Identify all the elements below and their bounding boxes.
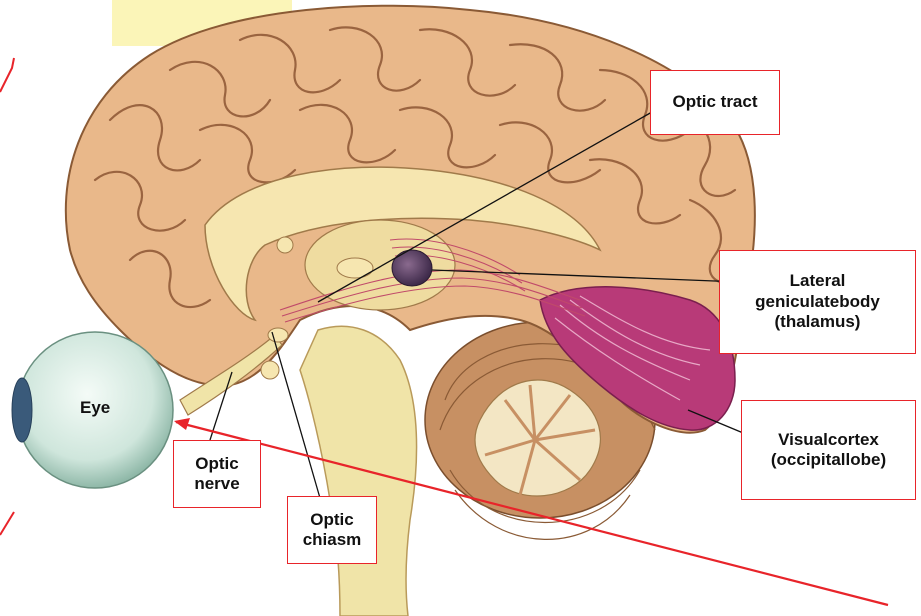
label-eye: Eye [80,398,110,418]
label-optic-nerve: Optic nerve [173,440,261,508]
label-optic-nerve-line1: Optic [195,454,238,474]
label-lateral-line1: Lateral [790,271,846,291]
third-ventricle [337,258,373,278]
lateral-geniculate-body [392,250,432,286]
red-annotation-mark-bottom [0,512,14,535]
optic-chiasm [268,328,288,342]
label-optic-chiasm: Optic chiasm [287,496,377,564]
label-visual-line2: (occipitallobe) [771,450,886,470]
label-optic-chiasm-line2: chiasm [303,530,362,550]
red-annotation-mark-top [0,58,14,92]
label-optic-nerve-line2: nerve [194,474,239,494]
mammillary-body [277,237,293,253]
label-optic-tract: Optic tract [650,70,780,135]
label-visual-cortex: Visualcortex (occipitallobe) [741,400,916,500]
label-lateral-line2: geniculatebody [755,292,880,312]
label-optic-tract-text: Optic tract [672,92,757,112]
label-optic-chiasm-line1: Optic [310,510,353,530]
label-lateral-line3: (thalamus) [775,312,861,332]
label-visual-line1: Visualcortex [778,430,879,450]
cornea [12,378,32,442]
pituitary [261,361,279,379]
label-lateral-geniculate: Lateral geniculatebody (thalamus) [719,250,916,354]
red-arrowhead [174,418,190,430]
brainstem [300,326,417,616]
